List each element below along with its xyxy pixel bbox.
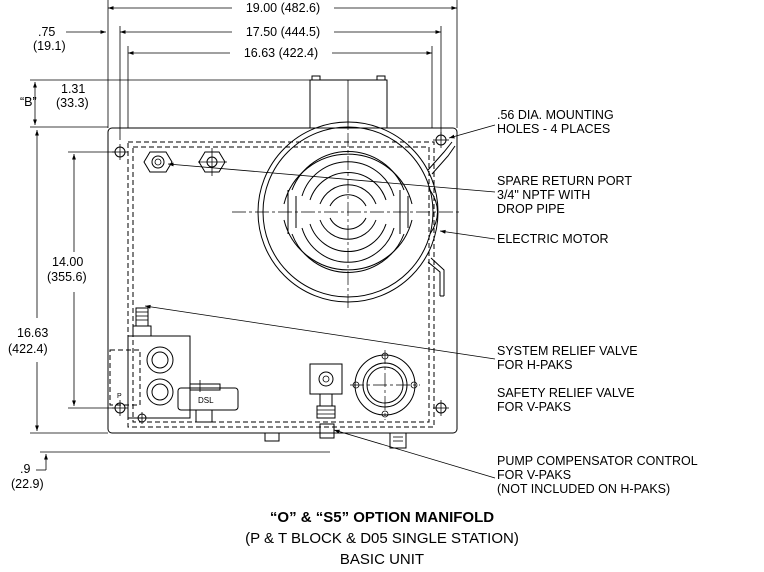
callout-electric-motor: ELECTRIC MOTOR [497,232,609,246]
callout-pump-comp-3: (NOT INCLUDED ON H-PAKS) [497,482,670,496]
callout-mounting-holes-1: .56 DIA. MOUNTING [497,108,614,122]
mounting-holes [112,132,449,424]
spare-return-port [143,148,227,176]
top-dimensions: 19.00 (482.6) 17.50 (444.5) 16.63 (422.4… [33,0,458,140]
dim-offset-075: .75 [38,25,55,39]
dim-offset-075-mm: (19.1) [33,39,66,53]
mounting-hole-icon [112,400,128,416]
port-p-mark: P [117,393,122,400]
mounting-hole-icon [433,132,449,148]
dim-width-1663: 16.63 (422.4) [244,46,318,60]
caption-subtitle: (P & T BLOCK & D05 SINGLE STATION) [245,530,519,547]
fan-grille-icon [232,110,462,310]
callout-pump-comp-2: FOR V-PAKS [497,468,571,482]
valve-tag: DSL [198,396,214,405]
dim-height-131: 1.31 [61,82,85,96]
dim-height-131-mm: (33.3) [56,96,89,110]
callout-mounting-holes-2: HOLES - 4 PLACES [497,122,610,136]
dim-height-1400-mm: (355.6) [47,270,87,284]
dim-width-19: 19.00 (482.6) [246,1,320,15]
callout-safety-relief-2: FOR V-PAKS [497,400,571,414]
callout-safety-relief-1: SAFETY RELIEF VALVE [497,386,635,400]
dim-height-1663: 16.63 [17,326,48,340]
callout-system-relief-2: FOR H-PAKS [497,358,572,372]
callout-spare-port-3: DROP PIPE [497,202,565,216]
electric-motor [232,75,462,310]
dim-height-1663-mm: (422.4) [8,342,48,356]
safety-relief-valve [350,350,420,420]
callout-spare-port-2: 3/4" NPTF WITH [497,188,590,202]
dim-height-09-mm: (22.9) [11,477,44,491]
caption-basic-unit: BASIC UNIT [339,551,425,568]
dim-height-1400: 14.00 [52,255,83,269]
dim-label-b: “B” [20,95,37,109]
mounting-hole-icon [433,400,449,416]
dim-width-1750: 17.50 (444.5) [246,25,320,39]
dim-height-09: .9 [20,462,30,476]
leader-lines [144,124,496,479]
unit-body [107,127,458,449]
callout-spare-port-1: SPARE RETURN PORT [497,174,632,188]
left-dimensions: “B” 1.31 (33.3) 14.00 (355.6) 16.63 (422… [8,79,330,491]
callouts: .56 DIA. MOUNTING HOLES - 4 PLACES SPARE… [497,108,698,496]
callout-system-relief-1: SYSTEM RELIEF VALVE [497,344,638,358]
caption-title: “O” & “S5” OPTION MANIFOLD [269,509,495,526]
manifold-block: P DSL [109,307,239,423]
mounting-hole-icon [112,144,128,160]
callout-pump-comp-1: PUMP COMPENSATOR CONTROL [497,454,698,468]
